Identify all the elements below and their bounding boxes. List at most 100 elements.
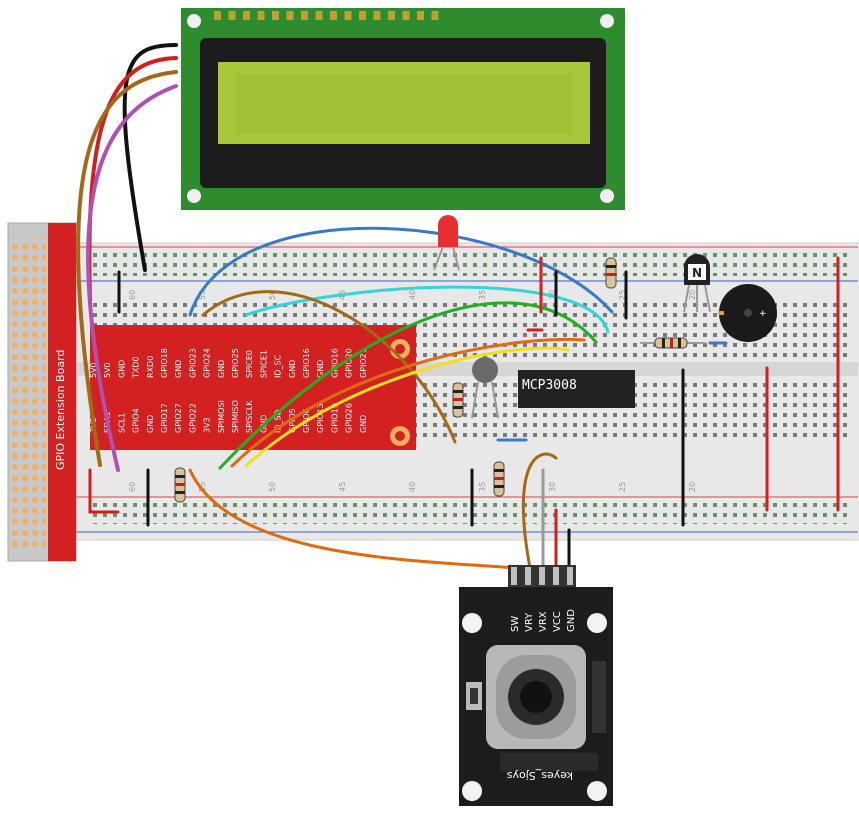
cobbler-pin-label: GPIO18 xyxy=(160,348,169,378)
breadboard-column-number: 35 xyxy=(478,482,487,492)
wire-blue xyxy=(188,226,614,317)
wire-purple-lcd xyxy=(86,84,178,472)
breadboard-column-number: 45 xyxy=(338,482,347,492)
lcd-1602 xyxy=(181,8,625,210)
joystick-pin xyxy=(553,567,559,585)
lcd-header-pin xyxy=(272,11,279,20)
joystick-pin xyxy=(511,567,517,585)
lcd-header-pin xyxy=(315,11,323,20)
svg-text:+: + xyxy=(759,309,767,319)
cobbler-pin-label: GPIO13 xyxy=(316,403,325,433)
breadboard-column-number: 20 xyxy=(688,290,697,300)
wire-brown xyxy=(201,290,457,444)
joystick-pin xyxy=(539,567,545,585)
mcp3008-chip: MCP3008 xyxy=(518,370,635,408)
extension-board-title: GPIO Extension Board xyxy=(54,350,67,470)
joystick-pin-label: GND xyxy=(566,609,577,632)
resistor-1 xyxy=(452,382,464,418)
cobbler-pin-label: GND xyxy=(288,360,297,378)
cobbler-pin-label: GND xyxy=(117,360,126,378)
wire-orange-joystick xyxy=(188,468,516,570)
chip-label: MCP3008 xyxy=(522,378,577,393)
cobbler-pin-label: 5V0 xyxy=(89,362,98,378)
cobbler-pin-label: GPIO16 xyxy=(330,348,339,378)
cobbler-pin-label: RXD0 xyxy=(146,356,155,378)
cobbler-pin-label: GPIO23 xyxy=(188,348,197,378)
cobbler-pin-label: 5V0 xyxy=(103,362,112,378)
wire-brown-joystick xyxy=(521,452,558,570)
lcd-header-pin xyxy=(214,11,221,20)
wires xyxy=(76,43,840,570)
cobbler-pin-label: GPIO22 xyxy=(188,403,197,433)
transistor-npn: N xyxy=(683,254,711,313)
breadboard-column-number: 50 xyxy=(268,290,277,300)
breadboard-column-number: 40 xyxy=(408,290,417,300)
cobbler-pin-label: SPICE0 xyxy=(245,350,254,378)
cobbler-pin-label: GPIO20 xyxy=(345,348,354,378)
cobbler-pin-label: TXD0 xyxy=(132,356,141,379)
cobbler-pin-label: GPIO4 xyxy=(132,408,141,433)
lcd-header-pin xyxy=(344,11,352,20)
wire-yellow xyxy=(244,346,570,468)
resistor-4 xyxy=(605,257,617,289)
breadboard-column-number: 35 xyxy=(478,290,487,300)
cobbler-pin-label: GPIO24 xyxy=(203,348,212,378)
lcd-header-pin xyxy=(286,11,294,20)
breadboard-column-number: 50 xyxy=(268,482,277,492)
gpio-extension-board: GPIO Extension Board xyxy=(7,222,77,562)
lcd-header-pin xyxy=(402,11,410,20)
lcd-header-pin xyxy=(417,11,424,20)
cobbler-pin-label: GPIO21 xyxy=(359,348,368,378)
joystick-pin xyxy=(567,567,573,585)
lcd-header-pin xyxy=(228,11,236,20)
lcd-header-pin xyxy=(373,11,381,20)
joystick-pin-label: VRY xyxy=(524,612,535,632)
cobbler-pin-label: GND xyxy=(316,360,325,378)
breadboard-column-number: 60 xyxy=(128,290,137,300)
cobbler-pin-label: GPIO25 xyxy=(231,348,240,378)
breadboard-column-number: 20 xyxy=(688,482,697,492)
breadboard-column-number: 30 xyxy=(548,482,557,492)
lcd-header-pin xyxy=(431,11,439,20)
cobbler-pin-label: ID_SD xyxy=(274,409,283,433)
joystick-pin-label: SW xyxy=(510,616,521,632)
cobbler-pin-label: GND xyxy=(174,360,183,378)
joystick-pin-label: VRX xyxy=(538,611,549,632)
breadboard-column-number: 55 xyxy=(198,482,207,492)
cobbler-pin-label: GPIO19 xyxy=(330,403,339,433)
cobbler-pin-label: SPICE1 xyxy=(259,350,268,378)
lcd-header-pin xyxy=(330,11,337,20)
resistor-3 xyxy=(174,467,186,503)
wire-black-lcd xyxy=(122,43,178,272)
wire-red-ext xyxy=(88,468,120,514)
breadboard-column-number: 60 xyxy=(128,482,137,492)
cobbler-pin-label: SCL1 xyxy=(117,413,126,433)
lcd-header-pin xyxy=(243,11,250,20)
joystick-pin xyxy=(525,567,531,585)
joystick-pin-label: VCC xyxy=(552,611,563,632)
wire-brown-lcd xyxy=(76,70,178,467)
wire-cyan xyxy=(244,285,610,334)
resistor-2 xyxy=(493,461,505,497)
cobbler-pin-label: GND xyxy=(146,415,155,433)
lcd-header-pin xyxy=(359,11,366,20)
cobbler-pin-label: GPIO26 xyxy=(345,403,354,433)
cobbler-pin-label: GPIO17 xyxy=(160,403,169,433)
lcd-header-pin xyxy=(257,11,265,20)
wire-orange xyxy=(230,337,586,468)
cobbler-pin-label: SPIMISO xyxy=(231,400,240,433)
cobbler-pin-label: GND xyxy=(359,415,368,433)
led-red xyxy=(433,215,460,271)
buzzer: + xyxy=(718,284,777,342)
breadboard-column-number: 25 xyxy=(618,482,627,492)
cobbler-pin-label: GND xyxy=(217,360,226,378)
breadboard-column-number: 55 xyxy=(198,290,207,300)
lcd-header-pin xyxy=(301,11,308,20)
cobbler-pin-label: 3V3 xyxy=(203,417,212,433)
breadboard-column-number: 25 xyxy=(618,290,627,300)
transistor-label: N xyxy=(692,266,702,280)
breadboard-column-number: 40 xyxy=(408,482,417,492)
thermistor xyxy=(471,357,499,419)
